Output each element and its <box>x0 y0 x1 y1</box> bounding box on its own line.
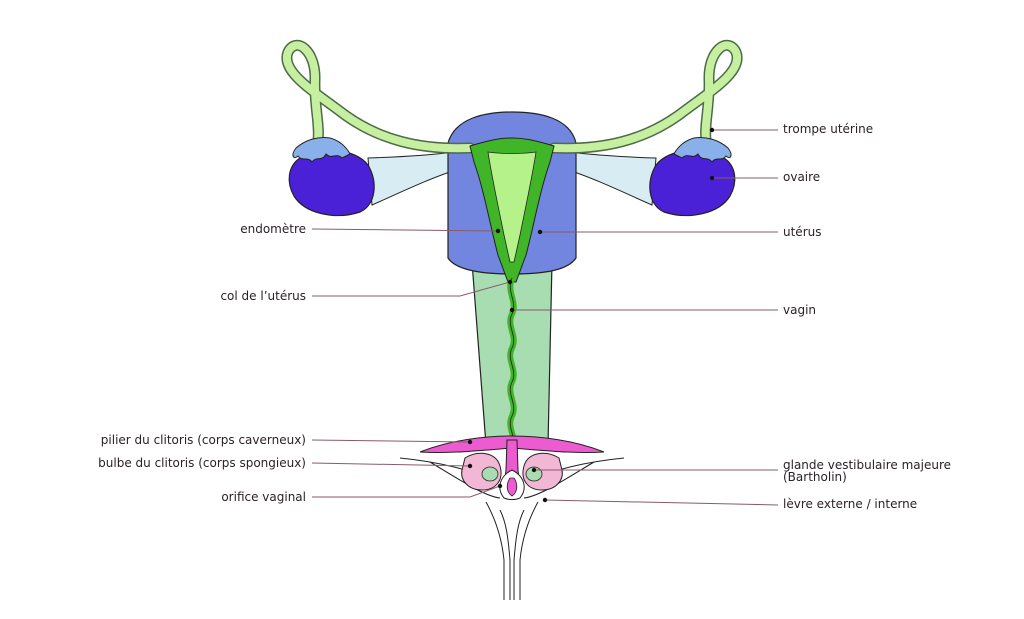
dot-endometre <box>496 229 500 233</box>
right-uterine-tube <box>554 45 737 148</box>
leader-levre <box>545 500 778 505</box>
thigh-lines <box>486 502 538 600</box>
label-levre: lèvre externe / interne <box>783 498 917 511</box>
label-uterus: utérus <box>783 226 821 239</box>
label-vagin: vagin <box>783 304 816 317</box>
right-ovarian-ligament <box>568 152 656 205</box>
label-trompe-uterine: trompe utérine <box>783 123 873 136</box>
dot-levre <box>543 498 547 502</box>
dot-vagin <box>510 308 514 312</box>
label-col-uterus: col de l’utérus <box>220 290 306 303</box>
label-pilier-clitoris: pilier du clitoris (corps caverneux) <box>101 434 306 447</box>
dot-col <box>508 280 512 284</box>
left-bartholin-gland <box>482 467 498 481</box>
label-glande-vestibulaire: glande vestibulaire majeure (Bartholin) <box>783 459 951 483</box>
left-ovarian-ligament <box>368 152 456 205</box>
dot-orifice <box>498 484 502 488</box>
dot-bulbe <box>468 464 472 468</box>
label-endometre: endomètre <box>240 223 306 236</box>
dot-uterus <box>538 230 542 234</box>
right-ovary <box>650 150 735 215</box>
label-ovaire: ovaire <box>783 171 820 184</box>
label-bulbe-clitoris: bulbe du clitoris (corps spongieux) <box>98 457 306 470</box>
dot-ovaire <box>710 176 714 180</box>
left-uterine-tube <box>287 45 470 148</box>
dot-pilier <box>468 440 472 444</box>
dot-trompe <box>710 128 714 132</box>
left-ovary <box>289 150 374 215</box>
label-orifice-vaginal: orifice vaginal <box>221 491 306 504</box>
dot-glande <box>532 468 536 472</box>
leader-pilier <box>312 440 470 442</box>
